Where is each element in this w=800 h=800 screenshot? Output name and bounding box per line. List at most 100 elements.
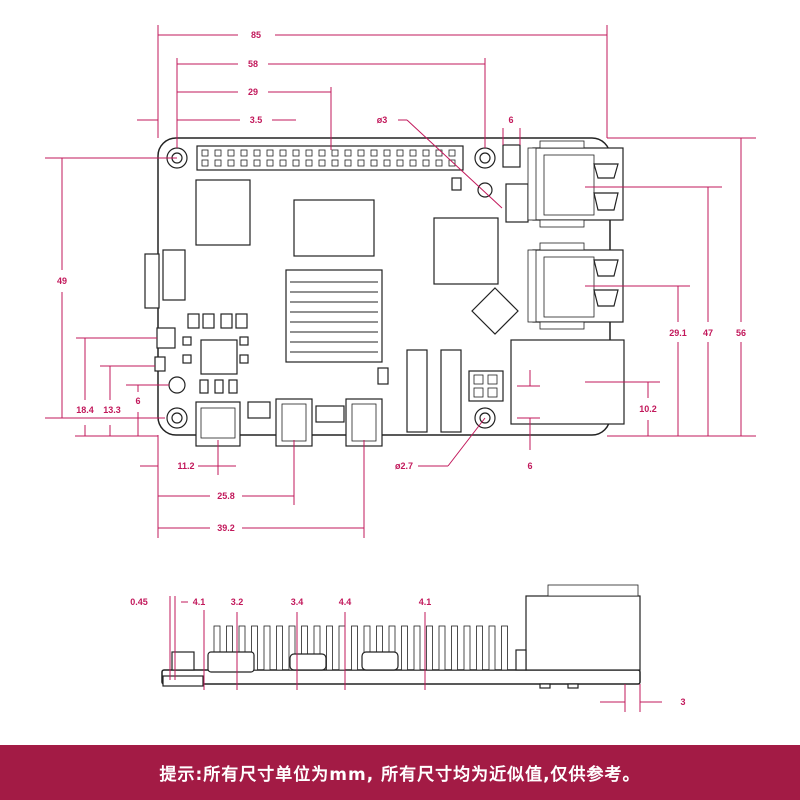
side-pin xyxy=(451,625,458,671)
side-pin xyxy=(263,625,271,671)
smd-8 xyxy=(239,354,249,364)
side-dim-3-4-label: 3.4 xyxy=(291,597,304,607)
gpio-pin xyxy=(344,159,352,167)
small-switch xyxy=(154,356,166,372)
gpio-pin xyxy=(292,149,300,157)
gpio-pin xyxy=(305,149,313,157)
side-dimensions: 0.45 4.1 3.2 3.4 4.4 4.1 3 xyxy=(130,596,686,712)
gpio-pin xyxy=(383,149,391,157)
smd-9 xyxy=(199,379,209,394)
gpio-pin xyxy=(253,149,261,157)
jumper-block xyxy=(468,370,504,402)
dim-11-2-label: 11.2 xyxy=(177,461,194,471)
side-bottom-1 xyxy=(539,683,551,689)
gpio-pin xyxy=(344,149,352,157)
led-hole xyxy=(477,182,493,198)
side-pin xyxy=(326,625,333,671)
gpio-pin xyxy=(214,149,222,157)
dimension-drawing: 85 58 29 3.5 ø3 6 49 18.4 xyxy=(45,25,756,712)
side-dim-3-2-label: 3.2 xyxy=(231,597,244,607)
ram-chip xyxy=(293,199,375,257)
small-part xyxy=(377,367,389,385)
display-connector xyxy=(162,249,186,301)
side-dim-4-1a-label: 4.1 xyxy=(193,597,206,607)
dim-13-3-label: 13.3 xyxy=(103,405,121,415)
side-pin xyxy=(463,625,471,671)
button xyxy=(156,327,176,349)
side-pin xyxy=(426,625,433,671)
top-view-board xyxy=(144,137,625,447)
micro-hdmi-1 xyxy=(345,398,383,447)
side-dim-4-1b-label: 4.1 xyxy=(419,597,432,607)
gpio-pin xyxy=(240,159,248,167)
rtc-hole xyxy=(168,376,186,394)
gpio-pin xyxy=(331,149,339,157)
smd-12 xyxy=(247,401,271,419)
small-chip-diamond xyxy=(471,287,519,335)
gpio-pin xyxy=(409,159,417,167)
side-usb-c xyxy=(207,651,255,673)
smd-1 xyxy=(187,313,200,329)
small-component xyxy=(451,177,462,191)
side-ethernet xyxy=(525,595,641,671)
io-chip xyxy=(433,217,499,285)
gpio-pin xyxy=(279,159,287,167)
poe-connector xyxy=(505,183,529,223)
gpio-pin xyxy=(422,159,430,167)
footer-note: 提示:所有尺寸单位为mm, 所有尺寸均为近似值,仅供参考。 xyxy=(159,765,641,785)
side-pin xyxy=(488,625,496,671)
smd-13 xyxy=(315,405,345,423)
gpio-pin xyxy=(266,159,274,167)
smd-10 xyxy=(214,379,224,394)
gpio-pin xyxy=(331,159,339,167)
smd-5 xyxy=(182,336,192,346)
gpio-pin xyxy=(448,149,456,157)
side-bottom-2 xyxy=(567,683,579,689)
top-dimensions: 85 58 29 3.5 ø3 6 49 18.4 xyxy=(45,25,756,538)
gpio-pin xyxy=(370,149,378,157)
soc-heatsink xyxy=(285,269,383,363)
side-hdmi-0 xyxy=(289,653,327,671)
gpio-pin xyxy=(357,149,365,157)
gpio-pin xyxy=(227,159,235,167)
dim-10-2-label: 10.2 xyxy=(639,404,657,414)
gpio-pin xyxy=(279,149,287,157)
side-connector xyxy=(171,651,195,671)
side-pin xyxy=(413,625,421,671)
smd-2 xyxy=(202,313,215,329)
note-banner: 提示:所有尺寸单位为mm, 所有尺寸均为近似值,仅供参考。 xyxy=(0,745,800,800)
fan-connector xyxy=(502,144,521,168)
gpio-pin xyxy=(305,159,313,167)
gpio-pin xyxy=(318,149,326,157)
dim-fan-6-label: 6 xyxy=(508,115,513,125)
gpio-pin xyxy=(370,159,378,167)
side-sd xyxy=(162,675,204,687)
side-view-board xyxy=(161,584,641,689)
gpio-pin xyxy=(435,149,443,157)
side-hdmi-1 xyxy=(361,651,399,671)
gpio-pin xyxy=(240,149,248,157)
gpio-pin xyxy=(422,149,430,157)
gpio-pin xyxy=(201,159,209,167)
side-dim-0-45-label: 0.45 xyxy=(130,597,148,607)
dim-49-label: 49 xyxy=(57,276,67,286)
dim-58-label: 58 xyxy=(248,59,258,69)
pmic-chip xyxy=(200,339,238,375)
gpio-pin xyxy=(396,159,404,167)
dim-6-left-label: 6 xyxy=(135,396,140,406)
side-pcb xyxy=(161,669,641,685)
side-dim-3-label: 3 xyxy=(680,697,685,707)
sd-slot xyxy=(144,253,160,309)
mounting-hole-tr xyxy=(474,147,496,169)
gpio-pin xyxy=(396,149,404,157)
micro-hdmi-0 xyxy=(275,398,313,447)
dsi-connector xyxy=(440,349,462,433)
gpio-pins xyxy=(201,149,456,167)
dim-29-label: 29 xyxy=(248,87,258,97)
smd-7 xyxy=(239,336,249,346)
csi-connector xyxy=(406,349,428,433)
side-pin xyxy=(338,625,346,671)
dim-29-1-label: 29.1 xyxy=(669,328,687,338)
gpio-pin xyxy=(383,159,391,167)
gpio-pin xyxy=(266,149,274,157)
